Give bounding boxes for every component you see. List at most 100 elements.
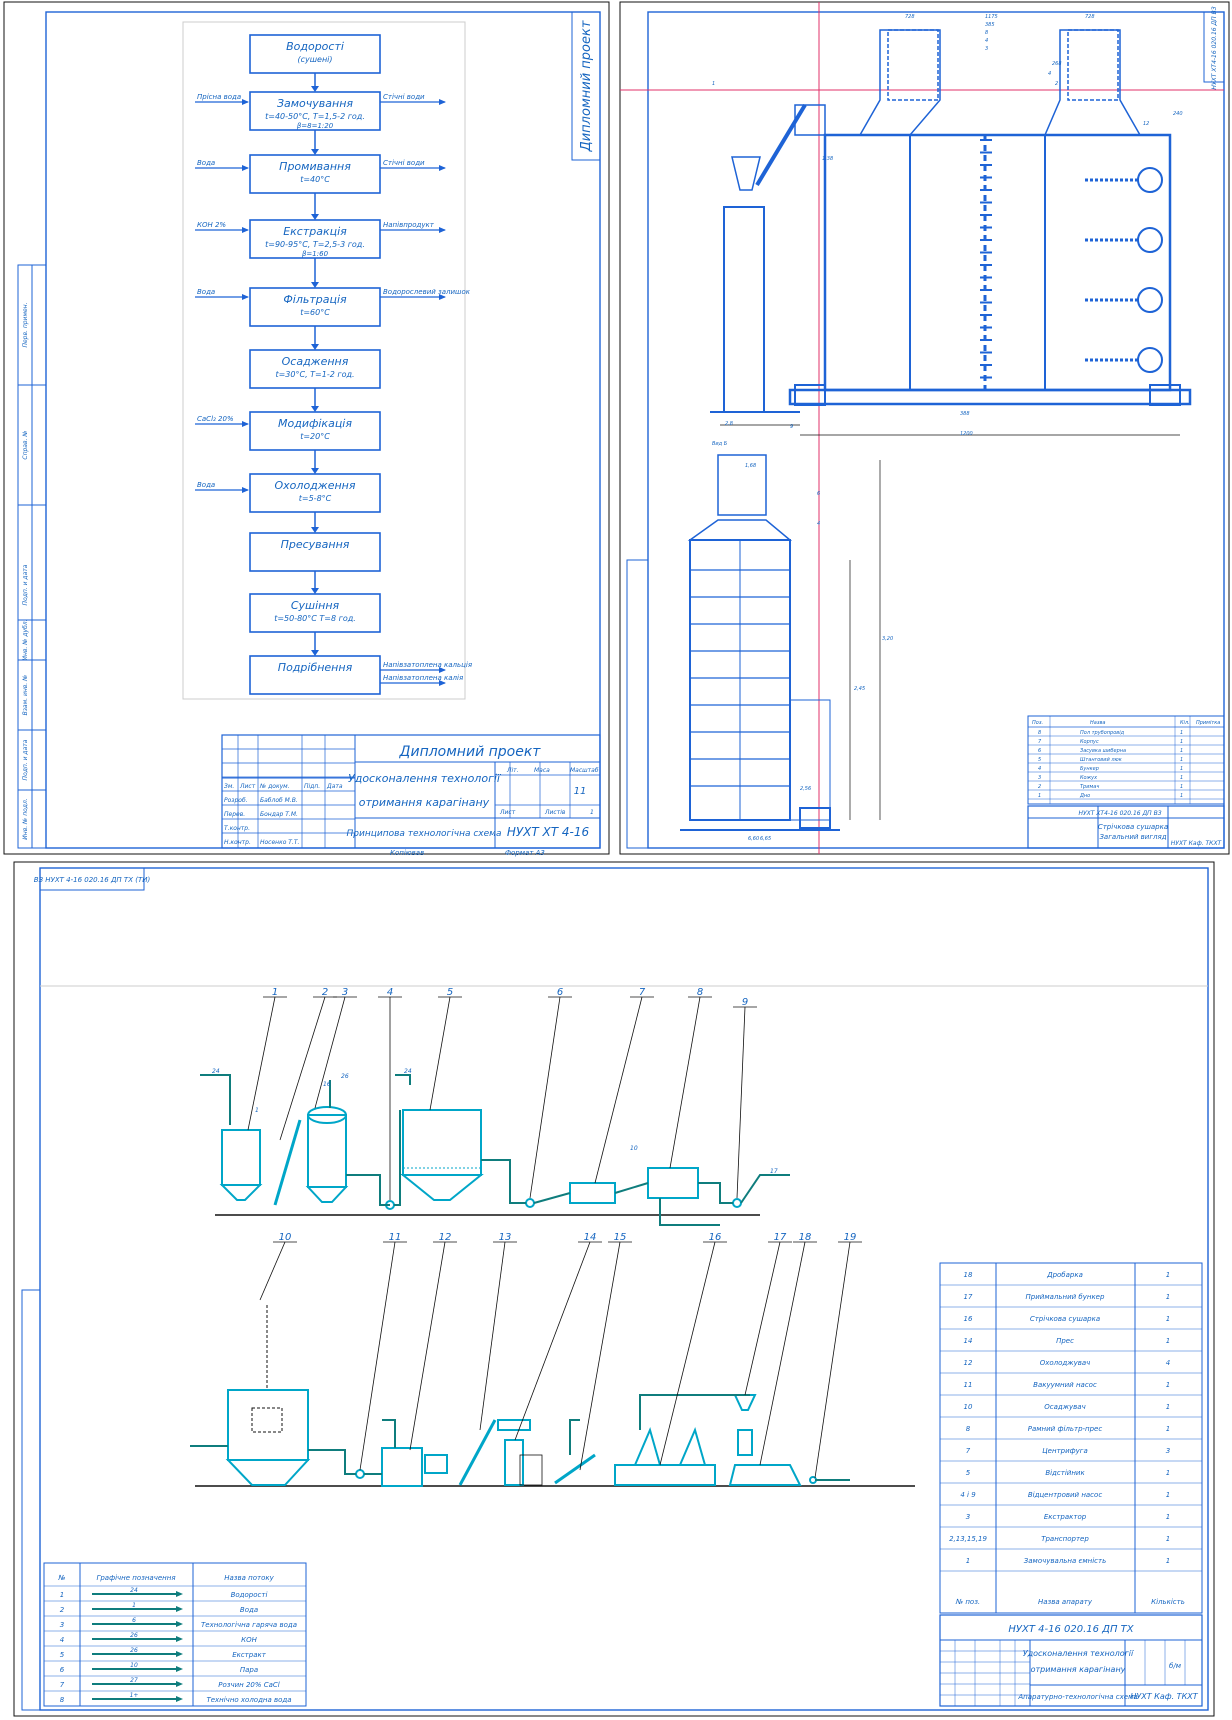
spec-pos: 14 — [964, 1337, 973, 1345]
leader-line — [429, 996, 451, 1111]
process-step-sub: (сушені) — [297, 55, 332, 64]
dimension-label: 4 — [817, 521, 820, 527]
stamp-cell: Носенко Т.Т. — [260, 839, 300, 846]
process-step-title: Модифікація — [278, 417, 352, 430]
legend-name: Пара — [240, 1666, 258, 1674]
sheet3-corner-label: ВЗ НУХТ 4-16 020.16 ДП ТХ (ТИ) — [34, 876, 151, 884]
leader-line — [514, 1241, 591, 1441]
output-label: Напівзатоплена кальція — [383, 661, 472, 669]
legend-hdr-n: № — [57, 1574, 65, 1582]
spec-qty: 1 — [1166, 1513, 1170, 1521]
process-step-title: Екстракція — [283, 225, 347, 238]
stamp-cell: Підп. — [304, 783, 320, 790]
dryer-stamp-code: НУХТ ХТ4-16 020.16 ДП ВЗ — [1078, 810, 1161, 817]
leader-line — [736, 1006, 746, 1199]
spec-qty: 1 — [1180, 757, 1183, 763]
equipment-layout — [190, 1074, 915, 1487]
spec-pos: 4 і 9 — [960, 1491, 976, 1499]
stamp-footer-copy: Копіював — [390, 849, 424, 857]
stamp-code: НУХТ ХТ 4-16 — [507, 825, 590, 839]
stamp-footer-format: Формат А3 — [505, 849, 545, 857]
arrow-head — [176, 1591, 183, 1597]
equipment-stamp-title-1: Удосконалення технології — [1023, 1649, 1135, 1658]
dimension-label: 1,38 — [822, 156, 833, 162]
legend-tag: 27 — [130, 1677, 138, 1684]
process-step-sub: t=90-95°C, T=2,5-3 год. — [265, 240, 365, 249]
dimension-label: 1,68 — [745, 463, 756, 469]
spec-name: Корпус — [1080, 739, 1099, 745]
position-number: 6 — [557, 987, 563, 998]
dimension-label: 6,60 — [748, 836, 759, 842]
spec-name: Приймальний бункер — [1026, 1293, 1105, 1301]
side-label: Справ. № — [22, 430, 29, 459]
spec-pos: 5 — [1038, 757, 1041, 763]
flow-tag: 26 — [341, 1073, 349, 1080]
spec-name: Штанговий люк — [1080, 757, 1122, 763]
position-number: 2 — [322, 987, 328, 998]
dimension-label: 268 — [1052, 61, 1062, 67]
dimension-label: 6 — [817, 491, 820, 497]
spec-pos: 5 — [966, 1469, 971, 1477]
legend-tag: 1+ — [130, 1692, 139, 1699]
arrow-head — [242, 294, 249, 300]
position-number: 11 — [389, 1232, 402, 1243]
position-number: 15 — [614, 1232, 627, 1243]
legend-n: 2 — [60, 1606, 65, 1614]
process-step-title: Охолодження — [275, 479, 356, 492]
arrow-head — [311, 86, 319, 92]
equipment-stamp: НУХТ 4-16 020.16 ДП ТХ Удосконалення тех… — [939, 1614, 1203, 1707]
legend-tag: 10 — [130, 1662, 138, 1669]
belt-roller — [1137, 227, 1163, 253]
spec-qty: 1 — [1180, 784, 1183, 790]
stamp-cell: Зм. — [224, 783, 234, 790]
legend-tag: 1 — [132, 1602, 136, 1609]
arrow-head — [439, 165, 446, 171]
spec-qty: 3 — [1166, 1447, 1170, 1455]
dimension-label: 12 — [1143, 121, 1149, 127]
spec-name: Дробарка — [1046, 1271, 1083, 1279]
sheet2-top-code: НУХТ ХТ4-16 020.16 ДП ВЗ — [1211, 6, 1218, 89]
legend-name: КОН — [241, 1636, 257, 1644]
spec-header-cell: Назва — [1090, 720, 1106, 726]
stamp-cell: Н.контр. — [224, 839, 251, 846]
spec-name: Засувка шиберна — [1080, 748, 1126, 754]
stamp-title-1: Удосконалення технології — [348, 772, 502, 785]
arrow-head — [242, 227, 249, 233]
legend-name: Технічно холодна вода — [206, 1696, 291, 1704]
process-step-title: Осадження — [282, 355, 349, 368]
dimension-label: 2,8 — [725, 421, 733, 427]
spec-name: Бункер — [1080, 766, 1099, 772]
arrow-head — [176, 1621, 183, 1627]
legend-tag: 6 — [132, 1617, 136, 1624]
flow-tag: 24 — [212, 1068, 220, 1075]
sheet-dryer-drawing: НУХТ ХТ4-16 020.16 ДП ВЗ — [619, 1, 1230, 855]
spec-qty: 1 — [1180, 775, 1183, 781]
spec-qty: 1 — [1166, 1491, 1170, 1499]
position-number: 3 — [342, 987, 348, 998]
process-step-11 — [249, 655, 381, 695]
spec-qty: 1 — [1166, 1535, 1170, 1543]
stamp-cell: Перев. — [224, 811, 245, 818]
position-number: 19 — [844, 1232, 857, 1243]
input-label: Вода — [197, 288, 215, 296]
dimension-label: 388 — [960, 411, 970, 417]
input-label: Вода — [197, 159, 215, 167]
arrow-head — [176, 1651, 183, 1657]
dimension-label: 4 — [985, 38, 988, 44]
spec-name: Дно — [1079, 793, 1090, 799]
spec-qty: 1 — [1166, 1337, 1170, 1345]
spec-name: Центрифуга — [1042, 1447, 1087, 1455]
stamp-hdr-lit: Літ. — [506, 767, 519, 774]
dryer-front-view — [710, 29, 1192, 436]
process-step-title: Фільтрація — [283, 293, 347, 306]
arrow-head — [439, 227, 446, 233]
process-step-sub: t=20°C — [300, 432, 330, 441]
side-label: Инв. № дубл. — [22, 619, 29, 660]
dimension-label: 9 — [790, 424, 793, 430]
dimension-label: 6,65 — [760, 836, 771, 842]
position-number: 7 — [639, 987, 646, 998]
position-number: 16 — [709, 1232, 722, 1243]
